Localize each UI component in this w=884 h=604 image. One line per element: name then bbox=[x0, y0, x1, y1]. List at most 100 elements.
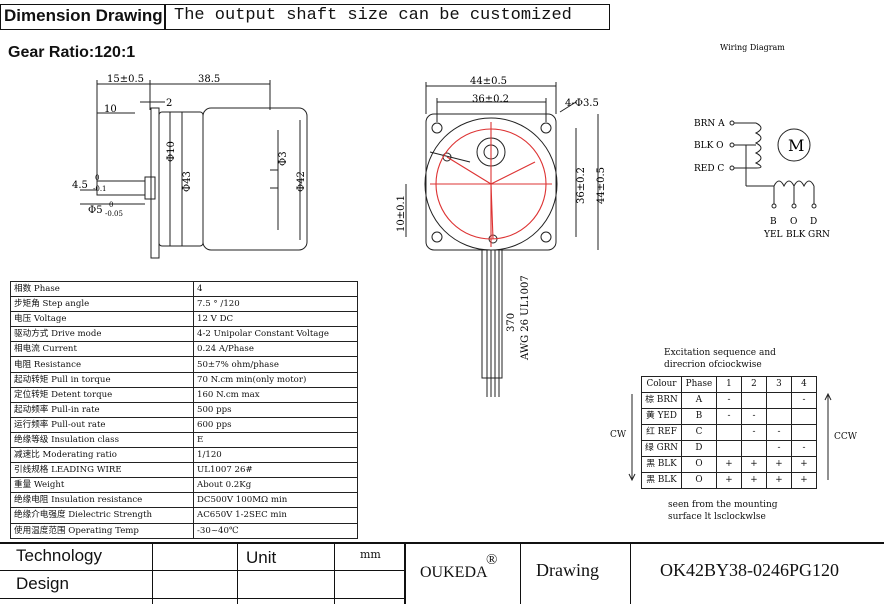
wire-brn-label: BRN A bbox=[694, 119, 725, 129]
dim-44-top: 44±0.5 bbox=[470, 76, 507, 87]
dim-phi5: Φ5 bbox=[88, 205, 103, 216]
excitation-note-2: surface lt lsclockwlse bbox=[668, 512, 766, 522]
spec-key: 绝缘电阻 Insulation resistance bbox=[10, 492, 194, 509]
title-box bbox=[0, 4, 610, 30]
spec-value: 7.5 ° /120 bbox=[193, 296, 358, 313]
spec-key: 驱动方式 Drive mode bbox=[10, 326, 194, 343]
excitation-cell: + bbox=[740, 472, 767, 489]
wire-blk-bottom-label: BLK bbox=[786, 230, 806, 240]
excitation-cell: A bbox=[680, 392, 717, 409]
excitation-cell: + bbox=[765, 472, 792, 489]
excitation-title-2: direcrion ofciockwise bbox=[664, 360, 762, 370]
spec-value: AC650V 1-2SEC min bbox=[193, 507, 358, 524]
wire-blk-label: BLK O bbox=[694, 141, 724, 151]
excitation-cell bbox=[740, 440, 767, 457]
motor-body bbox=[202, 107, 308, 251]
terminal-o: O bbox=[790, 217, 797, 227]
dim-2: 2 bbox=[166, 98, 172, 109]
spec-value: 12 V DC bbox=[193, 311, 358, 328]
spec-value: 4-2 Unipolar Constant Voltage bbox=[193, 326, 358, 343]
excitation-cell bbox=[790, 408, 817, 425]
brand-name: OUKEDA bbox=[420, 564, 488, 581]
ccw-label: CCW bbox=[834, 432, 858, 442]
spec-value: -30~40℃ bbox=[193, 522, 358, 539]
motor-symbol bbox=[777, 128, 811, 162]
excitation-cell: + bbox=[740, 456, 767, 473]
excitation-cell: - bbox=[740, 408, 767, 425]
excitation-cell: - bbox=[765, 440, 792, 457]
spec-key: 起动频率 Pull-in rate bbox=[10, 401, 194, 418]
excitation-cell: - bbox=[790, 440, 817, 457]
dim-body-length: 38.5 bbox=[198, 74, 220, 85]
excitation-cell: 黑 BLK bbox=[641, 456, 682, 473]
dim-4.5-tol-upper: 0 bbox=[95, 174, 99, 182]
unit-label: Unit bbox=[246, 548, 277, 567]
lead-length: 370 bbox=[506, 313, 517, 332]
dim-phi42: Φ42 bbox=[296, 171, 307, 192]
dim-36-side: 36±0.2 bbox=[576, 167, 587, 204]
excitation-header-cell: Phase bbox=[680, 376, 717, 393]
spec-row: 使用温度范围 Operating Temp-30~40℃ bbox=[10, 522, 358, 539]
spec-key: 定位转矩 Detent torque bbox=[10, 386, 194, 403]
excitation-cell: 棕 BRN bbox=[641, 392, 682, 409]
title-divider bbox=[164, 4, 166, 30]
spec-key: 电压 Voltage bbox=[10, 311, 194, 328]
wire-yel-label: YEL bbox=[763, 230, 783, 240]
spec-key: 运行频率 Pull-out rate bbox=[10, 416, 194, 433]
spec-value: 1/120 bbox=[193, 447, 358, 464]
coil-vertical bbox=[754, 122, 762, 169]
spec-value: 500 pps bbox=[193, 401, 358, 418]
excitation-cell: 绿 GRN bbox=[641, 440, 682, 457]
excitation-note-1: seen from the mounting bbox=[668, 500, 778, 510]
excitation-cell: D bbox=[680, 440, 717, 457]
title-block: Technology Design Unit mm OUKEDA ® Drawi… bbox=[0, 542, 884, 604]
excitation-cell: + bbox=[765, 456, 792, 473]
dim-phi10: Φ10 bbox=[166, 141, 177, 162]
excitation-cell: + bbox=[715, 456, 742, 473]
wiring-title: Wiring Diagram bbox=[720, 43, 785, 52]
dim-10: 10 bbox=[104, 104, 117, 115]
page-title: Dimension Drawing bbox=[4, 6, 163, 25]
spec-value: 160 N.cm max bbox=[193, 386, 358, 403]
excitation-cell: - bbox=[715, 408, 742, 425]
spec-value: DC500V 100MΩ min bbox=[193, 492, 358, 509]
motor-m-label: M bbox=[788, 136, 804, 155]
dim-shaft-length: 15±0.5 bbox=[107, 74, 144, 85]
side-view-drawing: 15±0.5 38.5 10 2 Φ10 Φ43 Φ3 Φ42 4.5 0 -0… bbox=[72, 74, 308, 259]
spec-value: 0.24 A/Phase bbox=[193, 341, 358, 358]
dim-phi3: Φ3 bbox=[278, 151, 289, 166]
excitation-cell: O bbox=[680, 472, 717, 489]
spec-key: 起动转矩 Pull in torque bbox=[10, 371, 194, 388]
spec-key: 重量 Weight bbox=[10, 477, 194, 494]
spec-value: 4 bbox=[193, 280, 358, 298]
spec-key: 相电流 Current bbox=[10, 341, 194, 358]
dim-4.5: 4.5 bbox=[72, 180, 88, 191]
excitation-cell: - bbox=[765, 424, 792, 441]
excitation-cell: + bbox=[790, 456, 817, 473]
excitation-header-cell: Colour bbox=[641, 376, 682, 393]
dim-44-side: 44±0.5 bbox=[596, 167, 607, 204]
terminal-d: D bbox=[810, 217, 817, 227]
excitation-cell bbox=[740, 392, 767, 409]
excitation-cell bbox=[765, 408, 792, 425]
cw-label: CW bbox=[610, 430, 627, 440]
spec-value: UL1007 26# bbox=[193, 462, 358, 479]
spec-key: 步矩角 Step angle bbox=[10, 296, 194, 313]
dim-phi5-tol-lower: -0.05 bbox=[105, 210, 123, 218]
excitation-header-cell: 2 bbox=[740, 376, 767, 393]
front-view-drawing: 44±0.5 36±0.2 4-Φ3.5 36±0.2 44±0.5 10±0.… bbox=[396, 76, 607, 397]
excitation-cell: B bbox=[680, 408, 717, 425]
excitation-header-cell: 3 bbox=[765, 376, 792, 393]
